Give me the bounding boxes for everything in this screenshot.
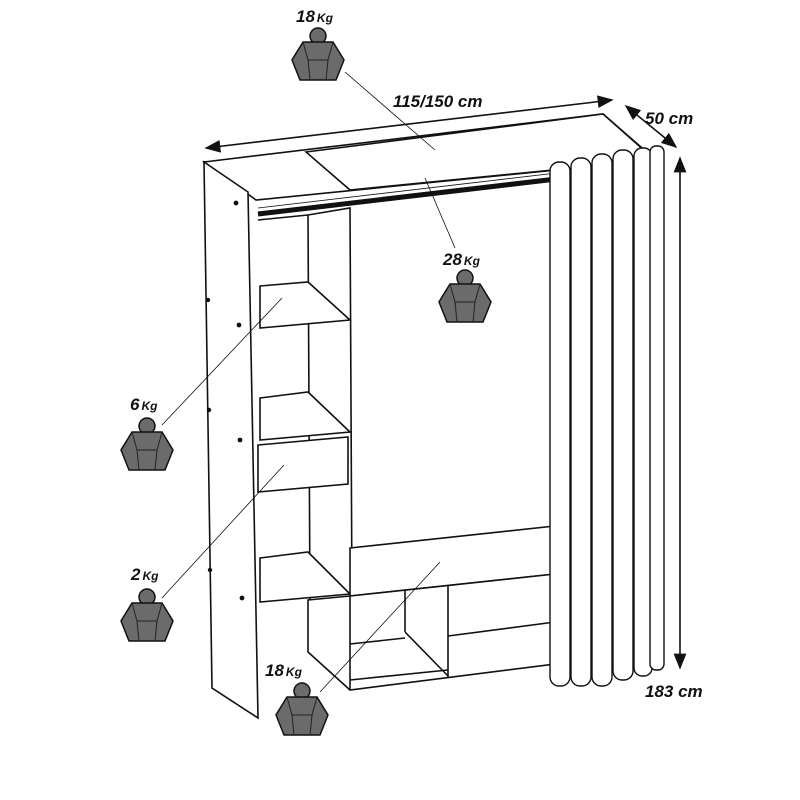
drawer [257, 436, 349, 493]
depth-dimension-arrow [624, 104, 678, 149]
depth-label: 50 cm [645, 109, 693, 128]
width-dimension-arrow [204, 95, 614, 153]
hanging-rail [257, 175, 566, 217]
height-label: 183 cm [645, 682, 703, 701]
weight-icon-bottom [275, 682, 329, 736]
curtain-panels [549, 145, 665, 687]
weight-icon-drawer [120, 588, 174, 642]
leader-lines [161, 71, 456, 693]
shelf-upper [259, 281, 352, 329]
width-label: 115/150 cm [393, 92, 482, 111]
weight-icon-shelf [120, 417, 174, 471]
left-side-panel [203, 160, 259, 720]
shelf-middle [259, 391, 352, 441]
weight-icon-top [291, 27, 345, 81]
left-panel-holes [205, 200, 245, 601]
weight-icon-rail [438, 269, 492, 323]
